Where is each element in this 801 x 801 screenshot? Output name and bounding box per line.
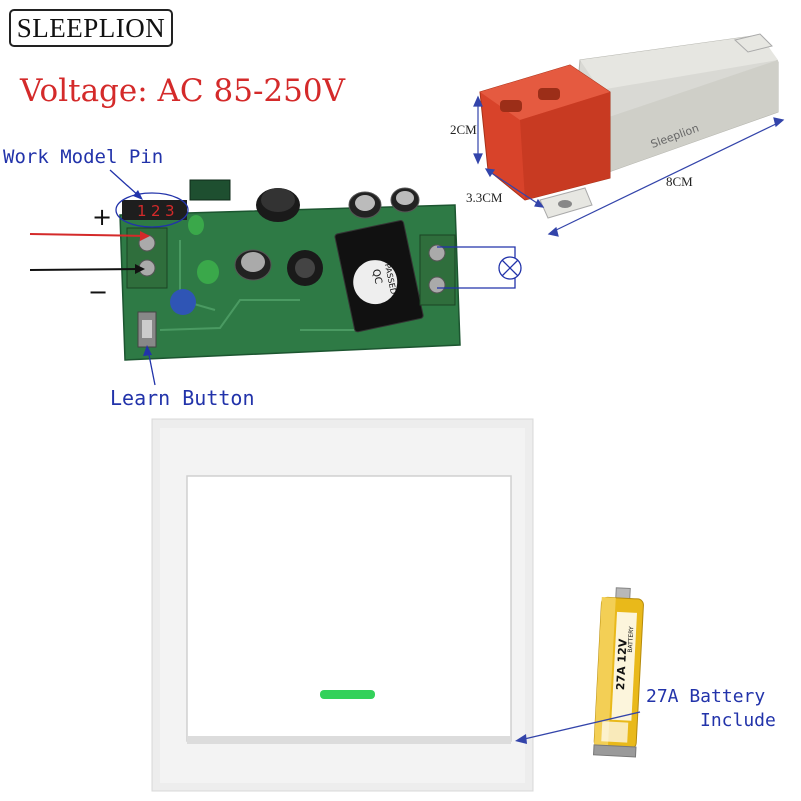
receiver-case: Sleeplion [479, 33, 779, 219]
battery-label-line2: Include [700, 710, 776, 731]
dimension-width: 3.3CM [466, 190, 503, 205]
voltage-spec: Voltage: AC 85-250V [20, 73, 345, 109]
work-model-pin-label: Work Model Pin [3, 146, 164, 168]
pin-highlight-ellipse [115, 192, 189, 228]
load-circuit [437, 246, 522, 289]
battery-model-text: 27A 12V [614, 638, 630, 691]
battery-label-line1: 27A Battery [646, 686, 766, 707]
brand-logo-box: SLEEPLION [9, 9, 173, 47]
negative-wire [29, 268, 143, 271]
learn-button-label: Learn Button [110, 386, 255, 410]
relay-qc-text: QC [370, 268, 384, 285]
pcb-board: QC PASSED [119, 179, 461, 361]
battery-arrow [519, 711, 641, 741]
brand-name: SLEEPLION [16, 12, 166, 43]
wall-switch [151, 418, 534, 792]
learn-button-arrow [147, 349, 156, 386]
case-dimension-lines [473, 95, 785, 237]
positive-wire [29, 233, 149, 237]
work-pin-arrow [109, 169, 141, 198]
switch-indicator-led [320, 690, 375, 699]
dimension-height: 2CM [450, 122, 477, 137]
dimension-length: 8CM [666, 174, 693, 189]
pin-number-2: 2 [151, 202, 161, 220]
pin-number-3: 3 [165, 202, 175, 220]
minus-sign: − [88, 278, 108, 306]
plus-sign: + [92, 203, 112, 231]
pin-number-1: 1 [137, 202, 147, 220]
battery-word-text: BATTERY [627, 626, 635, 653]
battery-27a: 27A 12V BATTERY [593, 587, 644, 758]
